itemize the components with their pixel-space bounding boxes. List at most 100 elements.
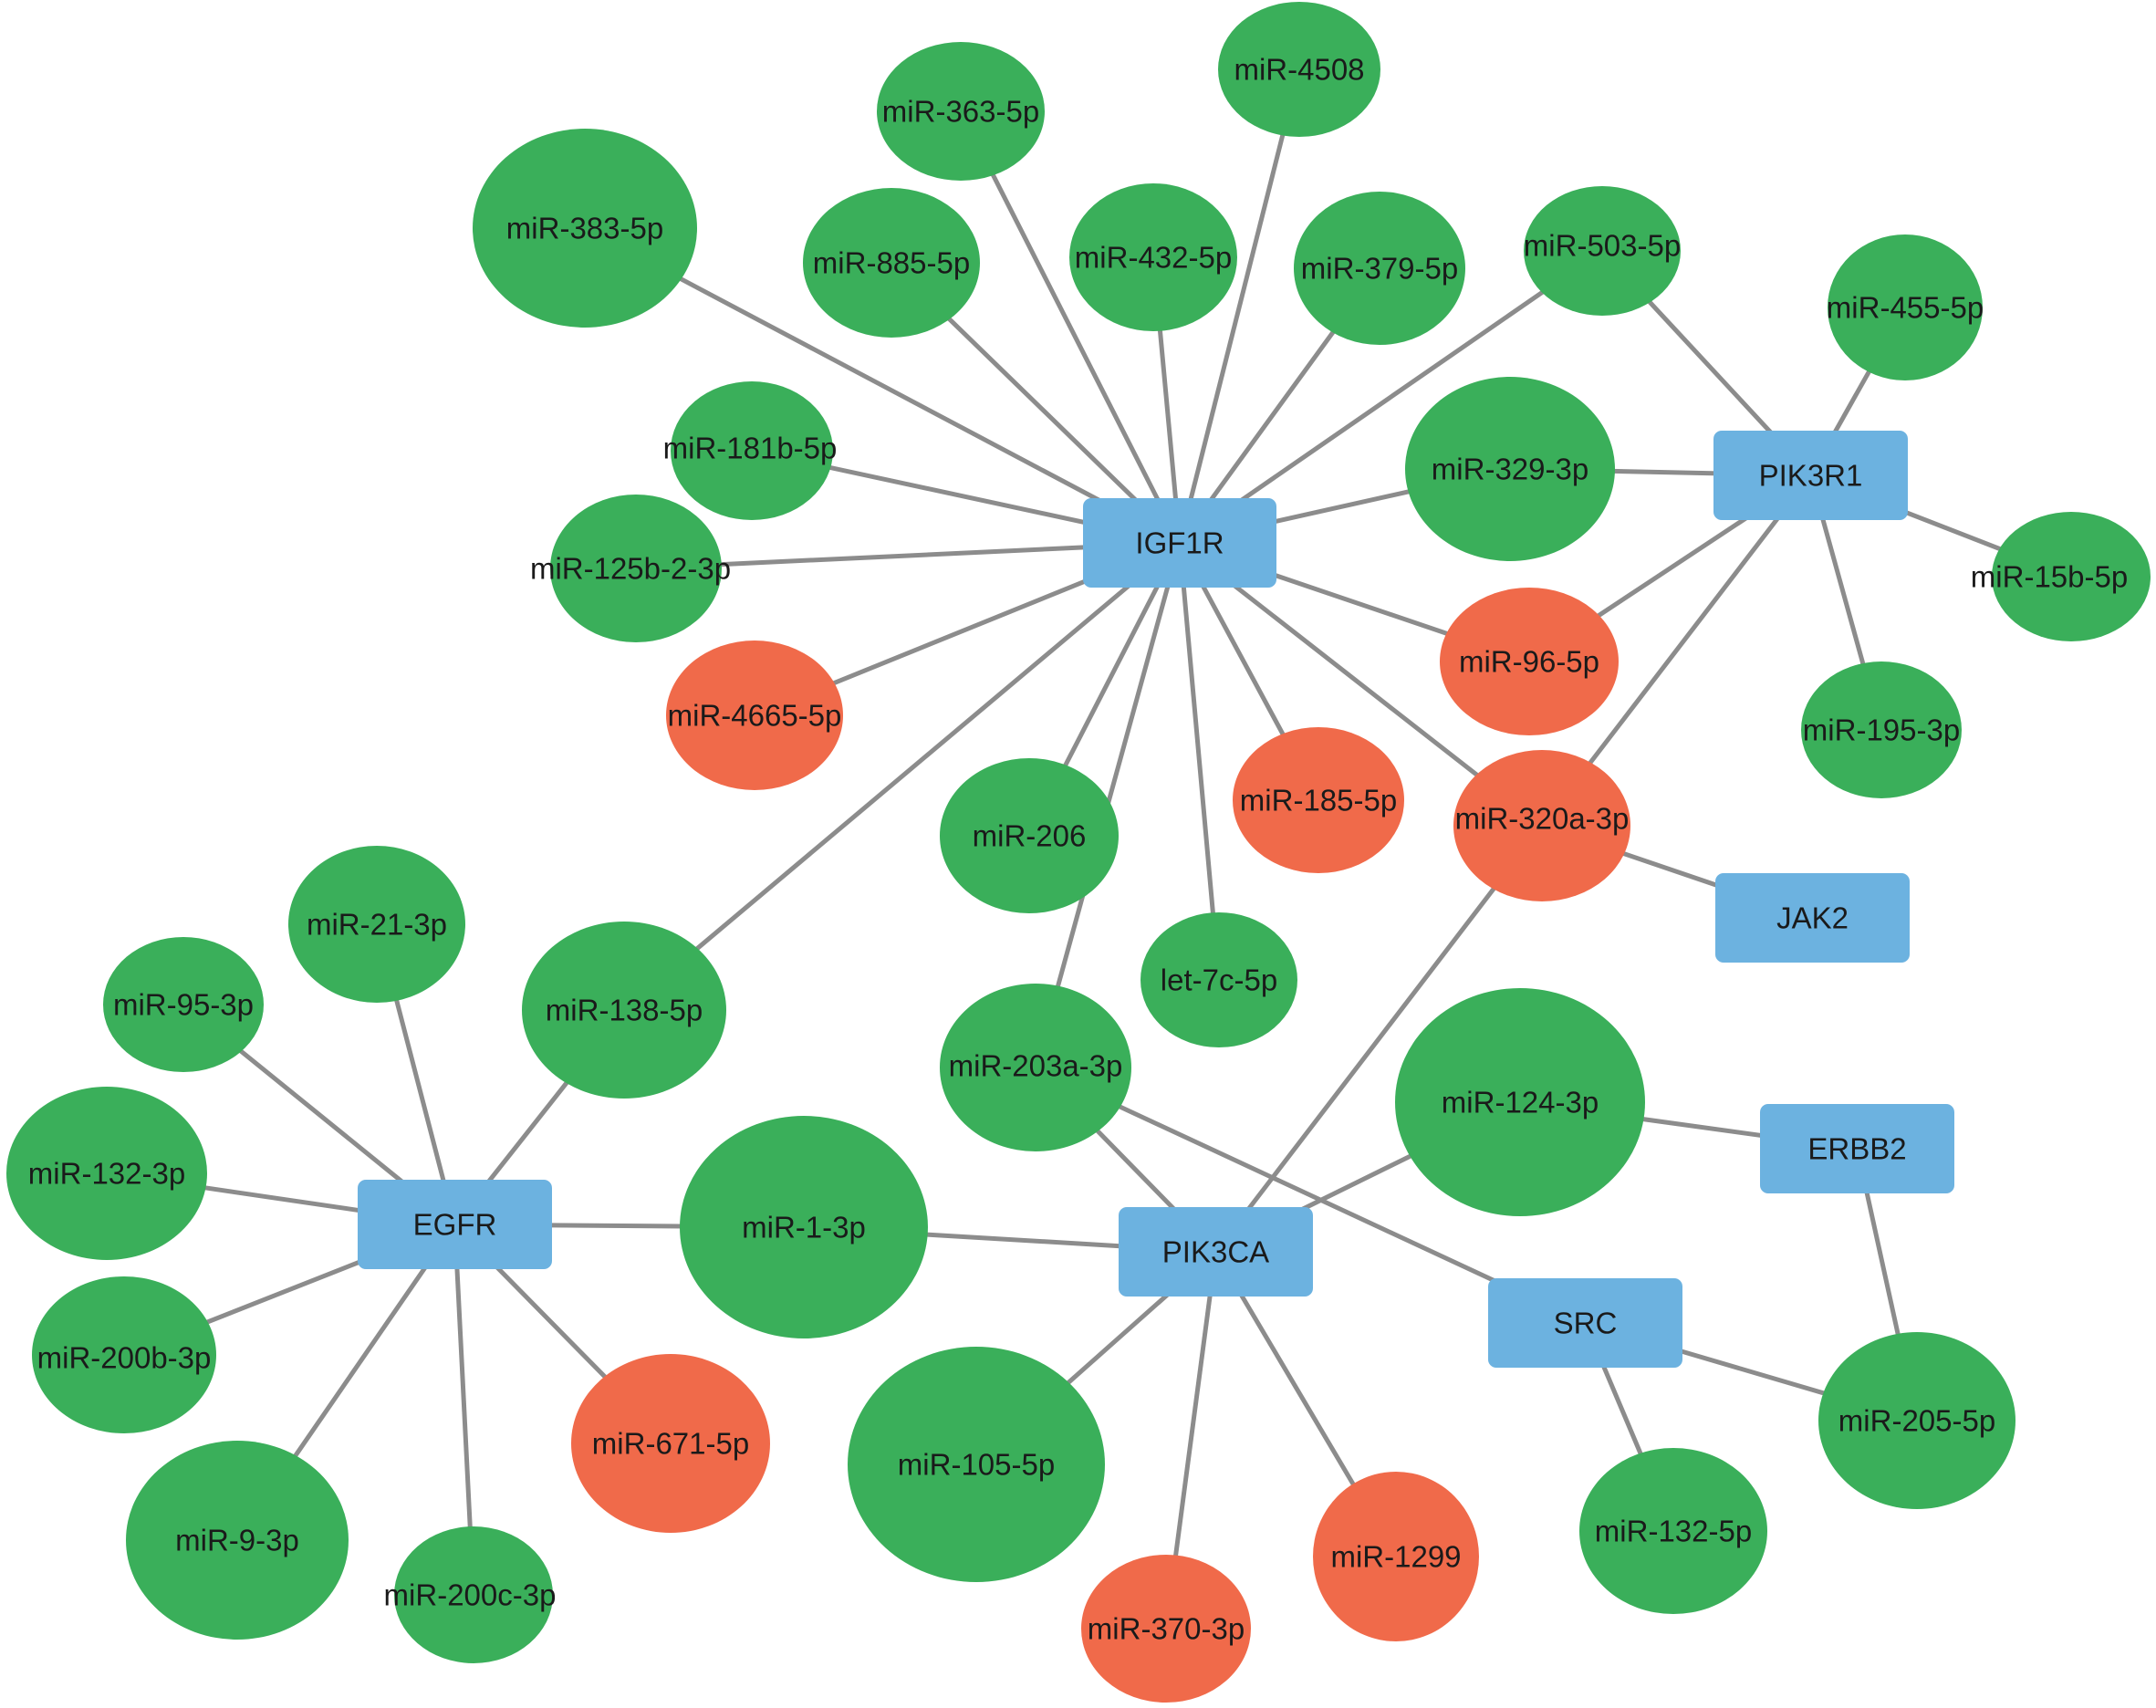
- mirna-node-mir-885-5p[interactable]: miR-885-5p: [803, 188, 980, 338]
- gene-box: [1760, 1104, 1954, 1193]
- mirna-ellipse: [1992, 512, 2151, 641]
- mirna-ellipse: [803, 188, 980, 338]
- gene-node-pik3ca[interactable]: PIK3CA: [1119, 1207, 1313, 1297]
- mirna-ellipse: [126, 1441, 349, 1640]
- mirna-node-mir-205-5p[interactable]: miR-205-5p: [1818, 1332, 2015, 1509]
- mirna-node-mir-671-5p[interactable]: miR-671-5p: [571, 1354, 770, 1533]
- mirna-node-let-7c-5p[interactable]: let-7c-5p: [1140, 912, 1297, 1047]
- gene-node-erbb2[interactable]: ERBB2: [1760, 1104, 1954, 1193]
- mirna-node-mir-455-5p[interactable]: miR-455-5p: [1827, 234, 1984, 380]
- mirna-label: miR-9-3p: [175, 1524, 299, 1557]
- mirna-node-mir-200b-3p[interactable]: miR-200b-3p: [32, 1276, 216, 1433]
- gene-node-src[interactable]: SRC: [1488, 1278, 1682, 1368]
- mirna-node-mir-132-3p[interactable]: miR-132-3p: [6, 1087, 207, 1260]
- mirna-ellipse: [1524, 186, 1681, 316]
- mirna-node-mir-4508[interactable]: miR-4508: [1218, 2, 1380, 137]
- mirna-node-mir-200c-3p[interactable]: miR-200c-3p: [384, 1526, 557, 1663]
- gene-box: [1119, 1207, 1313, 1297]
- mirna-ellipse: [550, 495, 722, 642]
- mirna-node-mir-203a-3p[interactable]: miR-203a-3p: [940, 984, 1131, 1151]
- mirna-ellipse: [1828, 234, 1983, 380]
- gene-label: SRC: [1554, 1307, 1618, 1340]
- gene-node-igf1r[interactable]: IGF1R: [1083, 498, 1276, 588]
- mirna-node-mir-383-5p[interactable]: miR-383-5p: [473, 129, 697, 328]
- mirna-label: miR-105-5p: [898, 1448, 1055, 1482]
- mirna-ellipse: [1579, 1448, 1767, 1614]
- mirna-node-mir-363-5p[interactable]: miR-363-5p: [877, 42, 1045, 181]
- edge-igf1r-mir-363-5p: [958, 109, 1182, 545]
- mirna-label: miR-320a-3p: [1455, 802, 1630, 836]
- mirna-node-mir-195-3p[interactable]: miR-195-3p: [1801, 661, 1962, 798]
- gene-label: PIK3R1: [1759, 459, 1863, 493]
- mirna-label: miR-181b-5p: [663, 432, 838, 465]
- mirna-node-mir-181b-5p[interactable]: miR-181b-5p: [663, 381, 838, 520]
- gene-label: JAK2: [1776, 901, 1849, 935]
- mirna-label: miR-200c-3p: [384, 1578, 557, 1612]
- mirna-label: miR-363-5p: [882, 95, 1039, 129]
- mirna-ellipse: [473, 129, 697, 328]
- mirna-node-mir-432-5p[interactable]: miR-432-5p: [1069, 183, 1237, 331]
- mirna-label: miR-96-5p: [1459, 645, 1599, 679]
- mirna-node-mir-379-5p[interactable]: miR-379-5p: [1294, 192, 1465, 345]
- edge-igf1r-mir-383-5p: [583, 225, 1182, 546]
- mirna-label: miR-15b-5p: [1971, 560, 2128, 594]
- mirna-node-mir-4665-5p[interactable]: miR-4665-5p: [666, 640, 843, 790]
- gene-node-egfr[interactable]: EGFR: [358, 1180, 552, 1269]
- mirna-node-mir-1-3p[interactable]: miR-1-3p: [680, 1116, 928, 1338]
- mirna-node-mir-9-3p[interactable]: miR-9-3p: [126, 1441, 349, 1640]
- gene-box: [1083, 498, 1276, 588]
- mirna-node-mir-125b-2-3p[interactable]: miR-125b-2-3p: [530, 495, 731, 642]
- mirna-label: miR-132-3p: [28, 1157, 185, 1191]
- mirna-label: miR-4508: [1234, 53, 1364, 87]
- mirna-label: miR-885-5p: [813, 246, 970, 280]
- edge-igf1r-mir-138-5p: [622, 541, 1182, 1012]
- gene-box: [1713, 431, 1908, 520]
- mirna-label: miR-1-3p: [742, 1211, 866, 1245]
- mirna-label: miR-1299: [1330, 1540, 1461, 1574]
- mirna-node-mir-105-5p[interactable]: miR-105-5p: [848, 1347, 1105, 1582]
- mirna-node-mir-185-5p[interactable]: miR-185-5p: [1233, 727, 1404, 873]
- mirna-node-mir-320a-3p[interactable]: miR-320a-3p: [1453, 750, 1630, 901]
- mirna-label: miR-455-5p: [1827, 291, 1984, 325]
- mirna-label: miR-21-3p: [307, 908, 447, 942]
- mirna-ellipse: [288, 846, 465, 1003]
- mirna-label: miR-203a-3p: [949, 1049, 1123, 1083]
- mirna-ellipse: [571, 1354, 770, 1533]
- mirna-node-mir-96-5p[interactable]: miR-96-5p: [1440, 588, 1619, 735]
- mirna-node-mir-95-3p[interactable]: miR-95-3p: [103, 937, 264, 1072]
- mirna-node-mir-21-3p[interactable]: miR-21-3p: [288, 846, 465, 1003]
- mirna-label: miR-4665-5p: [668, 699, 842, 733]
- gene-node-jak2[interactable]: JAK2: [1715, 873, 1910, 963]
- mirna-label: miR-206: [973, 819, 1087, 853]
- mirna-node-mir-503-5p[interactable]: miR-503-5p: [1524, 186, 1681, 316]
- mirna-node-mir-15b-5p[interactable]: miR-15b-5p: [1971, 512, 2151, 641]
- mirna-node-mir-138-5p[interactable]: miR-138-5p: [522, 922, 726, 1099]
- mirna-label: miR-503-5p: [1524, 229, 1681, 263]
- mirna-ellipse: [1081, 1555, 1251, 1703]
- mirna-ellipse: [522, 922, 726, 1099]
- mirna-node-mir-206[interactable]: miR-206: [940, 758, 1119, 913]
- mirna-ellipse: [1233, 727, 1404, 873]
- gene-box: [358, 1180, 552, 1269]
- mirna-label: miR-379-5p: [1301, 252, 1458, 286]
- mirna-ellipse: [680, 1116, 928, 1338]
- mirna-node-layer: miR-363-5p miR-4508 miR-383-5p miR-885-5p mi…: [6, 2, 2151, 1703]
- mirna-node-mir-132-5p[interactable]: miR-132-5p: [1579, 1448, 1767, 1614]
- mirna-label: miR-205-5p: [1838, 1404, 1995, 1438]
- mirna-label: miR-329-3p: [1432, 453, 1588, 486]
- gene-label: IGF1R: [1135, 526, 1224, 560]
- mirna-ellipse: [394, 1526, 553, 1663]
- mirna-ellipse: [1405, 377, 1615, 561]
- mirna-ellipse: [848, 1347, 1105, 1582]
- gene-box: [1715, 873, 1910, 963]
- mirna-label: miR-138-5p: [546, 994, 703, 1027]
- mirna-label: let-7c-5p: [1161, 963, 1277, 997]
- mirna-ellipse: [940, 984, 1131, 1151]
- edge-igf1r-mir-503-5p: [1178, 248, 1604, 546]
- mirna-node-mir-329-3p[interactable]: miR-329-3p: [1405, 377, 1615, 561]
- mirna-node-mir-124-3p[interactable]: miR-124-3p: [1395, 988, 1645, 1216]
- mirna-node-mir-370-3p[interactable]: miR-370-3p: [1081, 1555, 1251, 1703]
- mirna-node-mir-1299[interactable]: miR-1299: [1313, 1472, 1479, 1641]
- gene-node-pik3r1[interactable]: PIK3R1: [1713, 431, 1908, 520]
